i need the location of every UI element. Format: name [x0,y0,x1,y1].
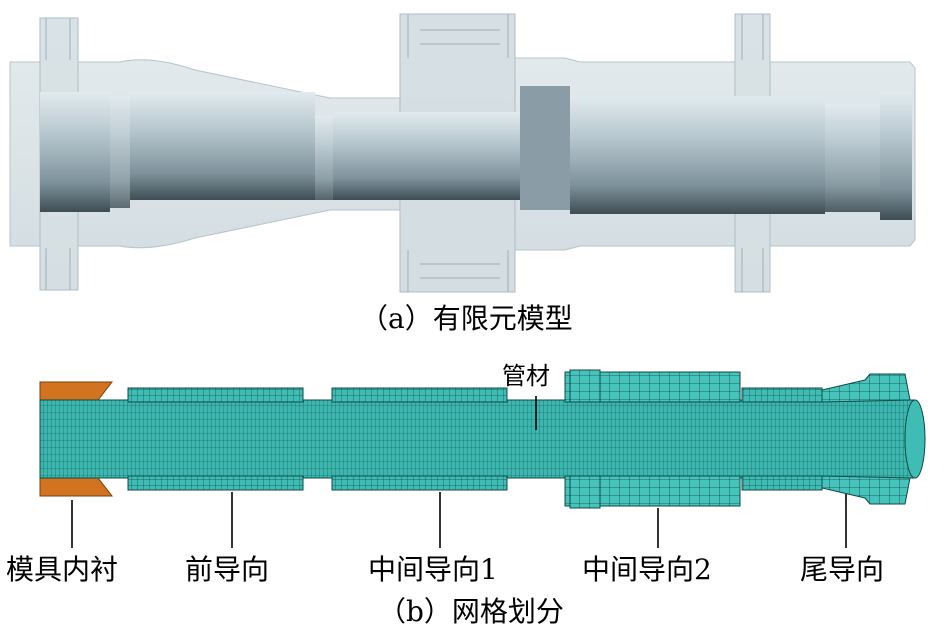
middle-guide-2-label: 中间导向2 [582,553,712,586]
bar-seg-7 [825,104,880,212]
middle-guide-1-bottom [331,475,508,491]
caption-b: （b）网格划分 [378,595,564,628]
bar-seg-6 [745,96,825,214]
pipe-label: 管材 [502,362,550,390]
pipe-mesh [39,399,916,479]
tail-guide-top-b [821,373,911,403]
middle-guide-1-label: 中间导向1 [368,553,498,586]
bar-seg-1 [40,92,110,212]
mesh-model [39,369,926,509]
tail-guide-bottom-a [741,475,823,491]
pipe-end [904,399,926,479]
fe-model [9,13,916,293]
bar-seg-4 [333,112,520,200]
bar-seg-8 [880,92,912,220]
bar-neck [315,116,333,200]
front-guide-top [127,387,304,403]
caption-a: （a）有限元模型 [360,302,573,335]
die-liner-label: 模具内衬 [6,553,119,586]
front-guide-bottom [127,475,304,491]
tail-guide-top-a [741,387,823,403]
bar-seg-5 [570,96,745,214]
bar-seg-2 [110,96,130,208]
middle-guide-2-flange-top [569,369,601,403]
bar-seg-3 [130,92,315,200]
front-guide-label: 前导向 [185,553,270,586]
tail-guide-label: 尾导向 [800,553,885,586]
bar-collar [520,86,570,210]
middle-guide-2-flange-bottom [569,475,601,509]
middle-guide-1-top [331,387,508,403]
tail-guide-bottom-b [821,475,911,505]
leader-lines [71,396,847,548]
